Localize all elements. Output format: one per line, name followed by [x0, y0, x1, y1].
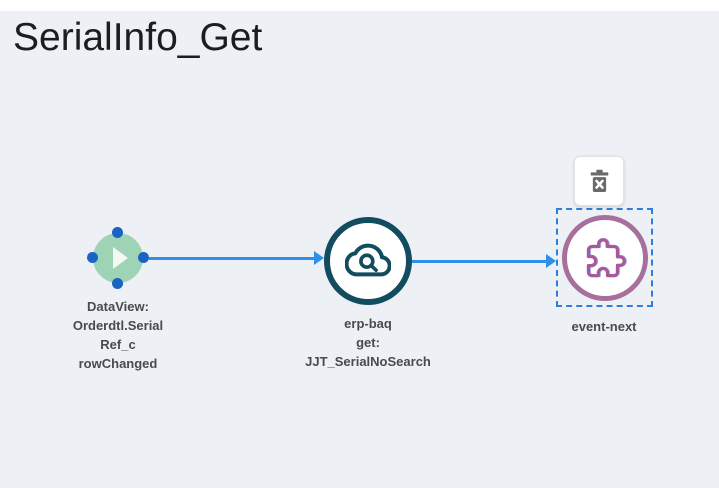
puzzle-icon — [586, 237, 626, 277]
label-line: rowChanged — [78, 356, 158, 371]
top-strip — [0, 0, 719, 11]
label-line: erp-baq — [344, 316, 392, 331]
delete-button[interactable] — [574, 156, 624, 206]
label-line: Ref_c — [100, 337, 136, 352]
label-line: get: — [356, 335, 380, 350]
connection-port-top[interactable] — [112, 227, 123, 238]
node-label-event-next: event-next — [544, 317, 664, 336]
arrowhead-icon — [546, 254, 556, 268]
node-label-erp-baq: erp-baq get: JJT_SerialNoSearch — [293, 314, 443, 371]
connector-baq-to-event-next[interactable] — [412, 259, 547, 263]
play-icon — [113, 247, 128, 269]
label-line: Orderdtl.Serial — [72, 318, 164, 333]
selection-outline — [556, 208, 653, 307]
trash-icon — [590, 169, 608, 192]
node-event-next[interactable] — [562, 215, 648, 301]
label-line: JJT_SerialNoSearch — [305, 354, 431, 369]
label-line: DataView: — [87, 299, 149, 314]
node-dataview-trigger[interactable] — [93, 233, 143, 283]
connection-port-left[interactable] — [87, 252, 98, 263]
page-title: SerialInfo_Get — [13, 16, 263, 59]
arrowhead-icon — [314, 251, 324, 265]
connection-port-right[interactable] — [138, 252, 149, 263]
node-erp-baq[interactable] — [324, 217, 412, 305]
cloud-search-icon — [345, 243, 391, 277]
connection-port-bottom[interactable] — [112, 278, 123, 289]
connector-trigger-to-baq[interactable] — [149, 256, 315, 260]
label-line: event-next — [571, 319, 637, 334]
node-label-dataview-trigger: DataView: Orderdtl.Serial Ref_c rowChang… — [48, 297, 188, 373]
